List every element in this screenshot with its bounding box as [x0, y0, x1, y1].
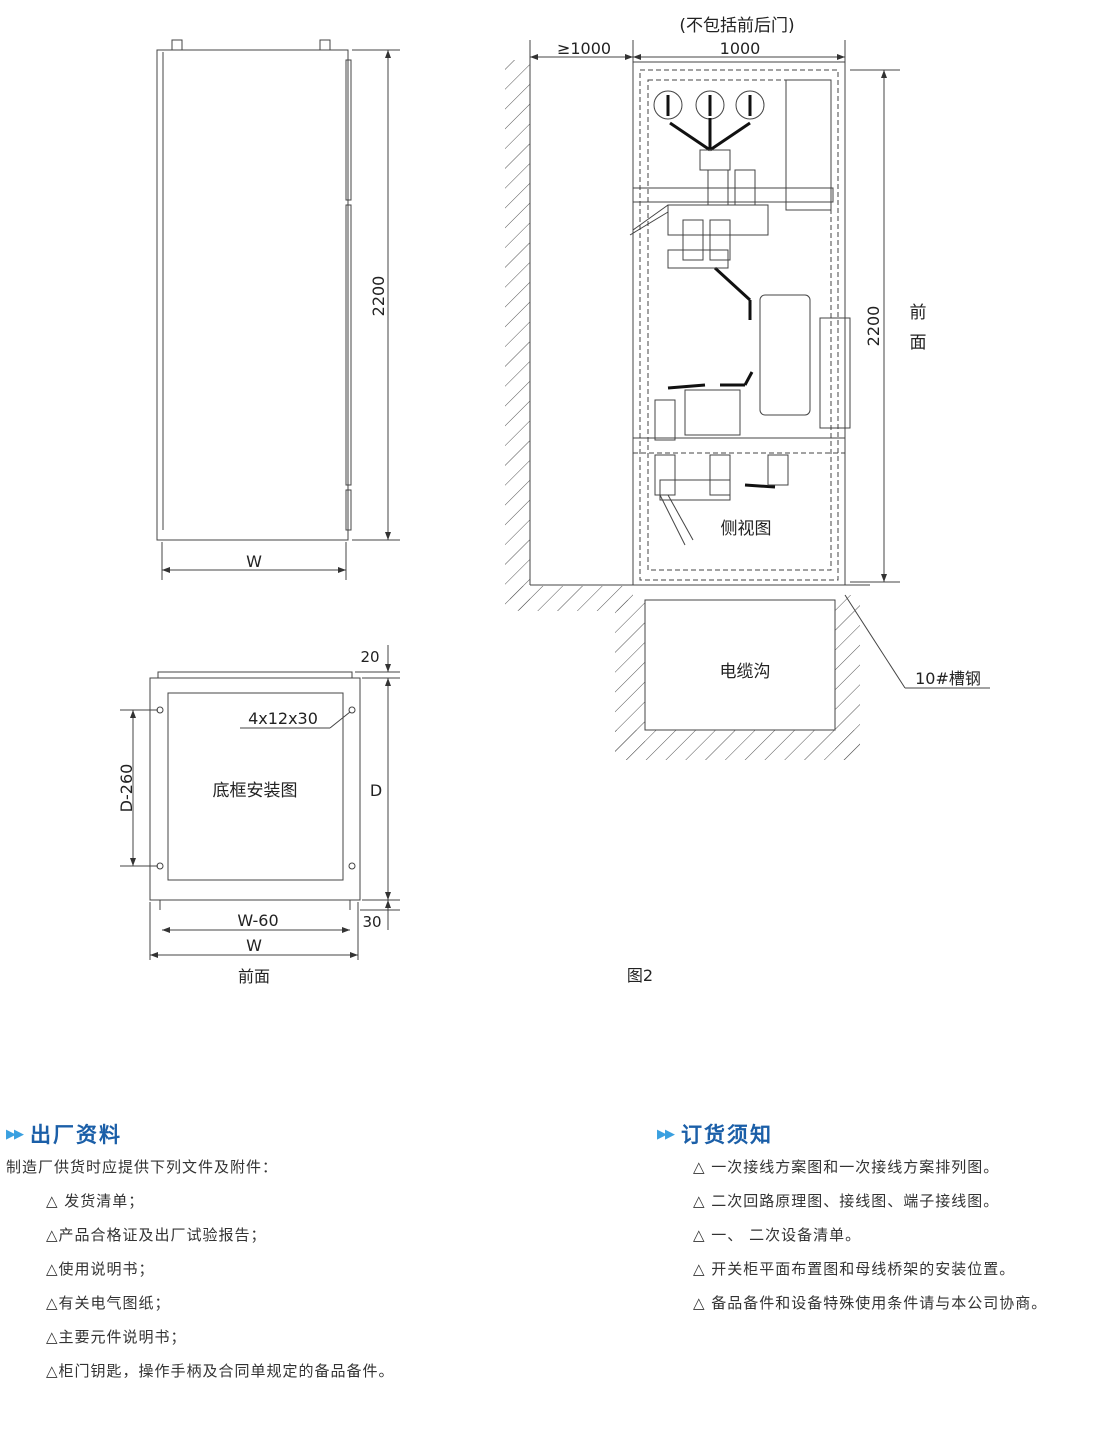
list-item: △ 一次接线方案图和一次接线方案排列图。	[693, 1158, 1000, 1176]
list-item: △ 二次回路原理图、接线图、端子接线图。	[693, 1192, 1000, 1210]
front-label-2: 面	[910, 333, 927, 353]
side-note: (不包括前后门)	[679, 16, 794, 36]
arrow-icon: ▶▶	[657, 1126, 675, 1142]
arrow-icon: ▶▶	[6, 1126, 24, 1142]
channel-steel-label: 10#槽钢	[915, 669, 981, 688]
side-height-dim: 2200	[864, 306, 883, 347]
side-view-drawing	[505, 40, 990, 760]
front-width-dim: W	[246, 552, 262, 571]
factory-docs-section: ▶▶ 出厂资料 制造厂供货时应提供下列文件及附件： △ 发货清单； △产品合格证及…	[6, 1118, 395, 1388]
depth-inner-dim: D-260	[117, 764, 136, 813]
depth-dim: D	[370, 781, 382, 800]
list-item: △有关电气图纸；	[46, 1294, 171, 1312]
hole-spec-label: 4x12x30	[248, 709, 318, 728]
base-frame-drawing	[120, 645, 400, 960]
ordering-section: ▶▶ 订货须知 △ 一次接线方案图和一次接线方案排列图。 △ 二次回路原理图、接线…	[657, 1118, 1047, 1320]
list-item: △ 备品备件和设备特殊使用条件请与本公司协商。	[693, 1294, 1048, 1312]
cable-trench-label: 电缆沟	[720, 662, 771, 682]
bottom-offset-dim: 30	[362, 913, 381, 931]
top-offset-dim: 20	[360, 648, 379, 666]
base-width-dim: W	[246, 936, 262, 955]
side-view-title: 侧视图	[721, 519, 772, 539]
section-title: 出厂资料	[30, 1123, 122, 1147]
list-item: △ 一、 二次设备清单。	[693, 1226, 862, 1244]
list-item: △ 开关柜平面布置图和母线桥架的安装位置。	[693, 1260, 1016, 1278]
list-item: △ 发货清单；	[46, 1192, 145, 1210]
front-label: 前面	[238, 967, 270, 986]
front-view-drawing	[156, 39, 400, 580]
front-height-dim: 2200	[369, 276, 388, 317]
intro-text: 制造厂供货时应提供下列文件及附件：	[6, 1158, 279, 1176]
list-item: △柜门钥匙，操作手柄及合同单规定的备品备件。	[46, 1362, 395, 1380]
technical-drawings: 2200 W 4x12x30 底框安装图 D-260 D 20 30 W-60 …	[117, 16, 990, 986]
list-item: △使用说明书；	[46, 1260, 155, 1278]
section-title: 订货须知	[681, 1123, 773, 1147]
list-item: △产品合格证及出厂试验报告；	[46, 1226, 267, 1244]
figure-label: 图2	[627, 966, 653, 985]
front-label-1: 前	[910, 303, 927, 323]
side-depth-dim: 1000	[720, 39, 761, 58]
base-frame-title: 底框安装图	[213, 781, 298, 801]
inner-width-dim: W-60	[237, 911, 278, 930]
list-item: △主要元件说明书；	[46, 1328, 187, 1346]
clearance-dim: ≥1000	[557, 39, 611, 58]
